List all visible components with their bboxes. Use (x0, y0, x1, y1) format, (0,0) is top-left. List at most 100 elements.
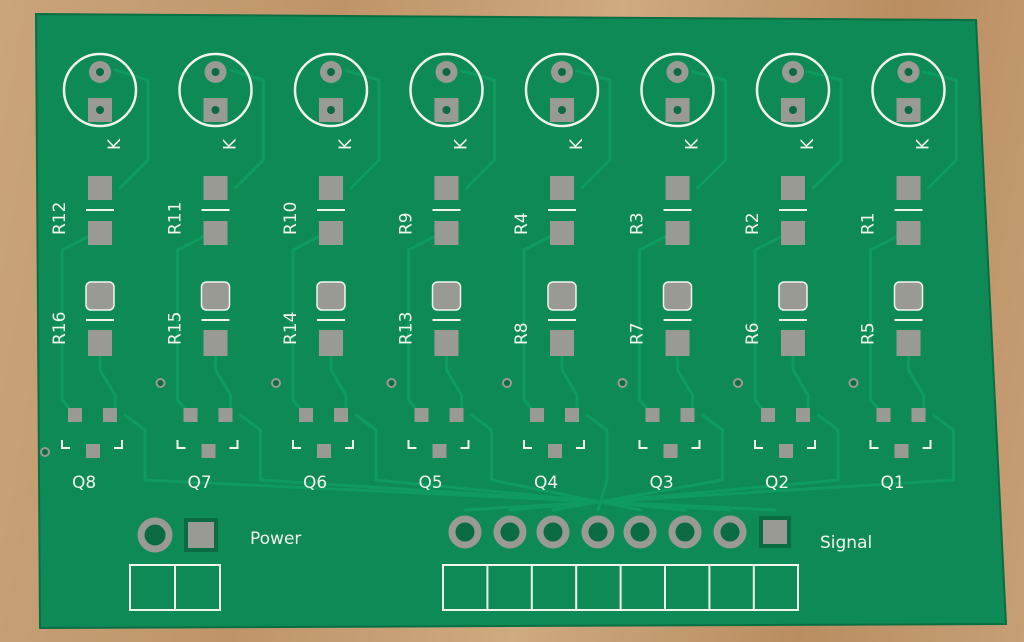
transistor-pad (86, 444, 100, 458)
led-outline (178, 52, 253, 128)
resistor-label-r15: R15 (166, 312, 186, 345)
resistor-pad (550, 330, 574, 356)
signal-label: Signal (820, 533, 872, 553)
transistor-pad (449, 408, 464, 422)
resistor-pad (781, 330, 805, 356)
led-pad-hole (673, 68, 682, 76)
via (848, 378, 859, 388)
resistor-pad (896, 330, 921, 356)
transistor-silk (407, 440, 470, 449)
trace-resistor-transistor (522, 231, 559, 417)
trace-led-resistor (806, 70, 843, 190)
transistor-label-q4: Q4 (534, 473, 558, 493)
resistor-pad (550, 176, 574, 200)
power-label: Power (250, 529, 301, 549)
led-cathode-mark: K (221, 138, 241, 150)
transistor-pad (894, 444, 909, 458)
led-pad-hole (442, 106, 451, 114)
resistor-pad (88, 221, 112, 245)
resistor-pad (665, 330, 690, 356)
resistor-pad (203, 176, 228, 200)
resistor-label-r2: R2 (743, 212, 763, 235)
transistor-label-q6: Q6 (303, 473, 327, 493)
components: KR12R16Q8KR11R15Q7KR10R14Q6KR9R13Q5KR4R8… (40, 52, 946, 611)
led-cathode-mark: K (567, 138, 587, 150)
resistor-pad (434, 221, 459, 245)
trace-led-resistor (229, 68, 265, 190)
led-pad-hole (558, 68, 566, 76)
resistor-label-r12: R12 (50, 202, 70, 235)
resistor-pad (662, 281, 693, 311)
led-outline (62, 52, 138, 128)
via (617, 378, 628, 388)
led-pad-hole (789, 106, 797, 114)
power-connector: Power (137, 517, 301, 553)
resistor-label-r13: R13 (397, 312, 417, 345)
trace-resistor-transistor (291, 231, 328, 417)
led-cathode-mark: K (336, 138, 356, 150)
transistor-silk (638, 440, 701, 449)
transistor-silk (869, 440, 932, 449)
led-pad-hole (327, 68, 335, 76)
resistor-label-r1: R1 (859, 212, 879, 235)
resistor-label-r11: R11 (166, 202, 186, 235)
transistor-pad (565, 408, 579, 422)
led-outline (293, 52, 369, 128)
resistor-label-r16: R16 (50, 312, 70, 345)
trace-to-signal (123, 413, 777, 512)
transistor-pad (663, 444, 678, 458)
trace-resistor-transistor (869, 231, 905, 417)
trace-resistor-transistor (60, 231, 97, 417)
resistor-pad (896, 221, 921, 245)
board-outline (34, 12, 1008, 630)
trace-to-signal (508, 413, 840, 512)
signal-pin-3 (668, 515, 702, 549)
transistor-pad (218, 408, 233, 422)
led-outline (524, 52, 600, 128)
signal-pin-8 (448, 515, 482, 549)
resistor-pad (88, 330, 112, 356)
signal-pin-6 (536, 515, 570, 549)
transistor-silk (292, 440, 354, 449)
resistor-label-r5: R5 (859, 322, 879, 345)
transistor-pad (911, 408, 926, 422)
resistor-pad (85, 281, 115, 311)
transistor-pad (530, 408, 544, 422)
led-pad-hole (327, 106, 335, 114)
transistor-pad (779, 444, 793, 458)
signal-pin-1 (759, 516, 791, 548)
trace-led-resistor (460, 69, 496, 190)
transistor-pad (201, 444, 216, 458)
transistor-silk (176, 440, 239, 449)
trace-to-signal (551, 413, 724, 512)
trace-to-signal (470, 413, 642, 512)
resistor-pad (893, 281, 924, 311)
led-pad-hole (96, 68, 104, 76)
resistor-label-r14: R14 (281, 312, 301, 345)
via (386, 378, 397, 388)
resistor-label-r4: R4 (512, 212, 532, 235)
transistor-pad (761, 408, 775, 422)
resistor-pad (319, 176, 343, 200)
resistor-label-r9: R9 (397, 212, 417, 235)
traces (60, 68, 958, 512)
transistor-pad (645, 408, 660, 422)
resistor-pad (319, 330, 343, 356)
signal-pin-7 (493, 515, 527, 549)
resistor-pad (550, 221, 574, 245)
led-pad-hole (96, 106, 104, 114)
transistor-pad (796, 408, 810, 422)
transistor-pad (414, 408, 429, 422)
resistor-pad (203, 221, 228, 245)
led-cathode-mark: K (914, 138, 934, 150)
transistor-pad (68, 408, 82, 422)
signal-pin-5 (581, 515, 615, 549)
resistor-pad (203, 330, 228, 356)
led-pad-hole (904, 68, 913, 76)
